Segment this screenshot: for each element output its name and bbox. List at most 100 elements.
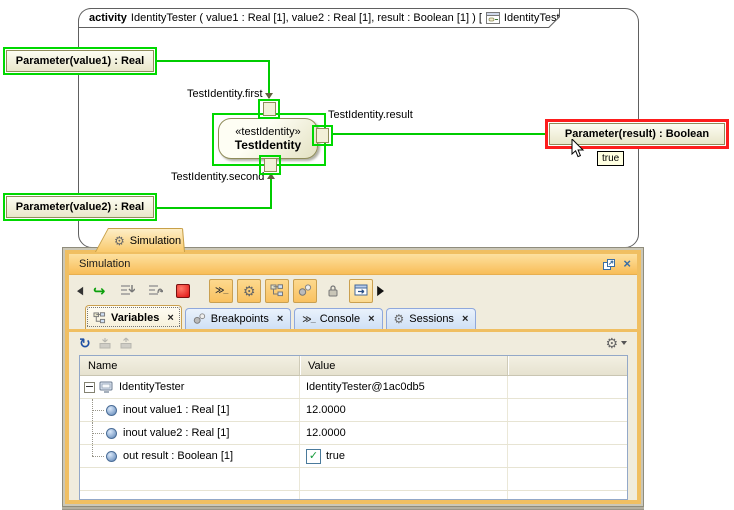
tab-variables-label: Variables bbox=[111, 311, 160, 324]
activity-diagram-icon bbox=[486, 12, 500, 24]
param-node-value1[interactable]: Parameter(value1) : Real bbox=[3, 47, 157, 75]
table-header: Name Value bbox=[80, 356, 627, 376]
arrowhead-second bbox=[267, 173, 275, 179]
frame-keyword: activity bbox=[89, 12, 127, 24]
arrowhead-first bbox=[265, 93, 273, 99]
value-tooltip: true bbox=[597, 151, 625, 166]
row-name: inout value2 : Real [1] bbox=[123, 427, 230, 439]
simulation-window: Simulation × ◀ ↪ ≫_ bbox=[62, 247, 644, 507]
param-value1-label: Parameter(value1) : Real bbox=[6, 50, 154, 72]
result-checkbox[interactable]: ✓ bbox=[306, 448, 321, 464]
simulation-tabstrip: Variables × Breakpoints × ≫_ Console × ⚙… bbox=[69, 305, 637, 332]
param-node-value2[interactable]: Parameter(value2) : Real bbox=[3, 193, 157, 221]
collapse-expander-icon[interactable] bbox=[84, 381, 95, 393]
sessions-gear-icon: ⚙ bbox=[393, 312, 405, 326]
collapse-toolbar-icon[interactable]: ◀ bbox=[77, 284, 84, 297]
toggle-variables-button[interactable] bbox=[265, 278, 290, 303]
edge-value2-to-second-v[interactable] bbox=[270, 176, 272, 209]
breakpoints-icon bbox=[193, 313, 205, 324]
pin-first[interactable] bbox=[258, 99, 280, 119]
toggle-console-button[interactable]: ≫_ bbox=[209, 278, 234, 303]
console-icon: ≫_ bbox=[302, 313, 315, 324]
pin-label-second: TestIdentity.second bbox=[170, 171, 266, 183]
object-icon bbox=[99, 381, 114, 393]
table-row-value2[interactable]: inout value2 : Real [1] 12.0000 bbox=[80, 422, 627, 445]
variables-table: Name Value IdentityTester IdentityTester… bbox=[79, 355, 628, 500]
empty-table-row bbox=[80, 491, 627, 499]
variables-tree-icon bbox=[270, 284, 284, 297]
toggle-breakpoints-button[interactable] bbox=[293, 278, 318, 303]
table-options-dropdown-icon[interactable] bbox=[621, 341, 627, 345]
param-result-label: Parameter(result) : Boolean bbox=[549, 123, 725, 145]
open-in-window-button[interactable] bbox=[349, 278, 374, 303]
tab-breakpoints[interactable]: Breakpoints × bbox=[184, 308, 292, 329]
lock-icon bbox=[328, 285, 338, 297]
tab-breakpoints-close-icon[interactable]: × bbox=[276, 313, 284, 325]
toggle-sessions-button[interactable]: ⚙ bbox=[237, 278, 262, 303]
dock-tab-label: Simulation bbox=[129, 234, 182, 247]
tab-sessions[interactable]: ⚙ Sessions × bbox=[385, 308, 477, 329]
table-options-gear-icon[interactable]: ⚙ bbox=[605, 335, 618, 351]
tab-console-close-icon[interactable]: × bbox=[368, 313, 375, 325]
column-header-empty bbox=[507, 356, 627, 375]
stop-icon bbox=[176, 283, 191, 298]
variables-tree-icon bbox=[93, 311, 106, 323]
step-over-icon bbox=[148, 285, 163, 295]
resume-button[interactable]: ↪ bbox=[87, 279, 111, 303]
property-sphere-icon bbox=[106, 404, 117, 416]
tab-sessions-close-icon[interactable]: × bbox=[461, 313, 469, 325]
dock-tab-simulation[interactable]: ⚙ Simulation bbox=[95, 228, 185, 252]
simulation-title: Simulation bbox=[79, 258, 131, 270]
stop-button[interactable] bbox=[171, 279, 195, 303]
table-row-result[interactable]: out result : Boolean [1] ✓ true bbox=[80, 445, 627, 468]
row-value: true bbox=[326, 450, 345, 462]
step-into-button[interactable] bbox=[115, 279, 139, 303]
more-tools-icon[interactable]: ▶ bbox=[377, 282, 385, 298]
refresh-icon[interactable]: ↻ bbox=[79, 335, 91, 351]
frame-signature: IdentityTester ( value1 : Real [1], valu… bbox=[130, 12, 482, 24]
column-header-name[interactable]: Name bbox=[88, 359, 118, 372]
edge-result-to-param[interactable] bbox=[333, 133, 545, 135]
table-row-identitytester[interactable]: IdentityTester IdentityTester@1ac0db5 bbox=[80, 376, 627, 399]
empty-table-row bbox=[80, 468, 627, 491]
tab-breakpoints-label: Breakpoints bbox=[210, 313, 269, 325]
pin-second[interactable] bbox=[259, 155, 281, 175]
table-row-value1[interactable]: inout value1 : Real [1] 12.0000 bbox=[80, 399, 627, 422]
step-into-icon bbox=[120, 285, 135, 295]
pin-label-first: TestIdentity.first bbox=[186, 88, 264, 100]
frame-diagram-name: IdentityTester bbox=[503, 12, 570, 24]
edge-value1-to-first[interactable] bbox=[155, 60, 270, 62]
float-window-icon[interactable] bbox=[603, 258, 616, 270]
export-value-icon bbox=[98, 337, 112, 349]
tab-console-label: Console bbox=[319, 313, 361, 325]
row-value: IdentityTester@1ac0db5 bbox=[306, 381, 425, 393]
action-stereotype: «testIdentity» bbox=[235, 125, 301, 138]
action-name: TestIdentity bbox=[234, 137, 302, 152]
edge-value2-to-second[interactable] bbox=[155, 207, 272, 209]
property-sphere-icon bbox=[106, 427, 117, 439]
edge-value1-to-first-v[interactable] bbox=[268, 60, 270, 98]
row-value: 12.0000 bbox=[306, 404, 346, 416]
column-header-value[interactable]: Value bbox=[299, 356, 507, 375]
simulation-titlebar: Simulation × bbox=[69, 254, 637, 275]
gear-icon: ⚙ bbox=[242, 282, 256, 299]
tab-console[interactable]: ≫_ Console × bbox=[294, 308, 383, 329]
property-sphere-icon bbox=[106, 450, 117, 462]
mouse-cursor-icon bbox=[571, 139, 586, 159]
variables-toolbar: ↻ ⚙ bbox=[69, 332, 637, 354]
step-over-button[interactable] bbox=[143, 279, 167, 303]
resume-icon: ↪ bbox=[92, 282, 106, 300]
tab-variables-close-icon[interactable]: × bbox=[167, 311, 174, 324]
pin-result[interactable] bbox=[312, 125, 333, 146]
import-value-icon bbox=[119, 337, 133, 349]
row-name: inout value1 : Real [1] bbox=[123, 404, 230, 416]
pin-label-result: TestIdentity.result bbox=[327, 109, 414, 121]
console-icon: ≫_ bbox=[214, 285, 228, 295]
lock-button[interactable] bbox=[321, 279, 345, 303]
simulation-toolbar: ◀ ↪ ≫_ ⚙ bbox=[69, 275, 637, 306]
simulation-gear-icon: ⚙ bbox=[114, 233, 125, 248]
tab-variables[interactable]: Variables × bbox=[85, 305, 182, 329]
row-value: 12.0000 bbox=[306, 427, 346, 439]
close-panel-icon[interactable]: × bbox=[623, 256, 631, 271]
